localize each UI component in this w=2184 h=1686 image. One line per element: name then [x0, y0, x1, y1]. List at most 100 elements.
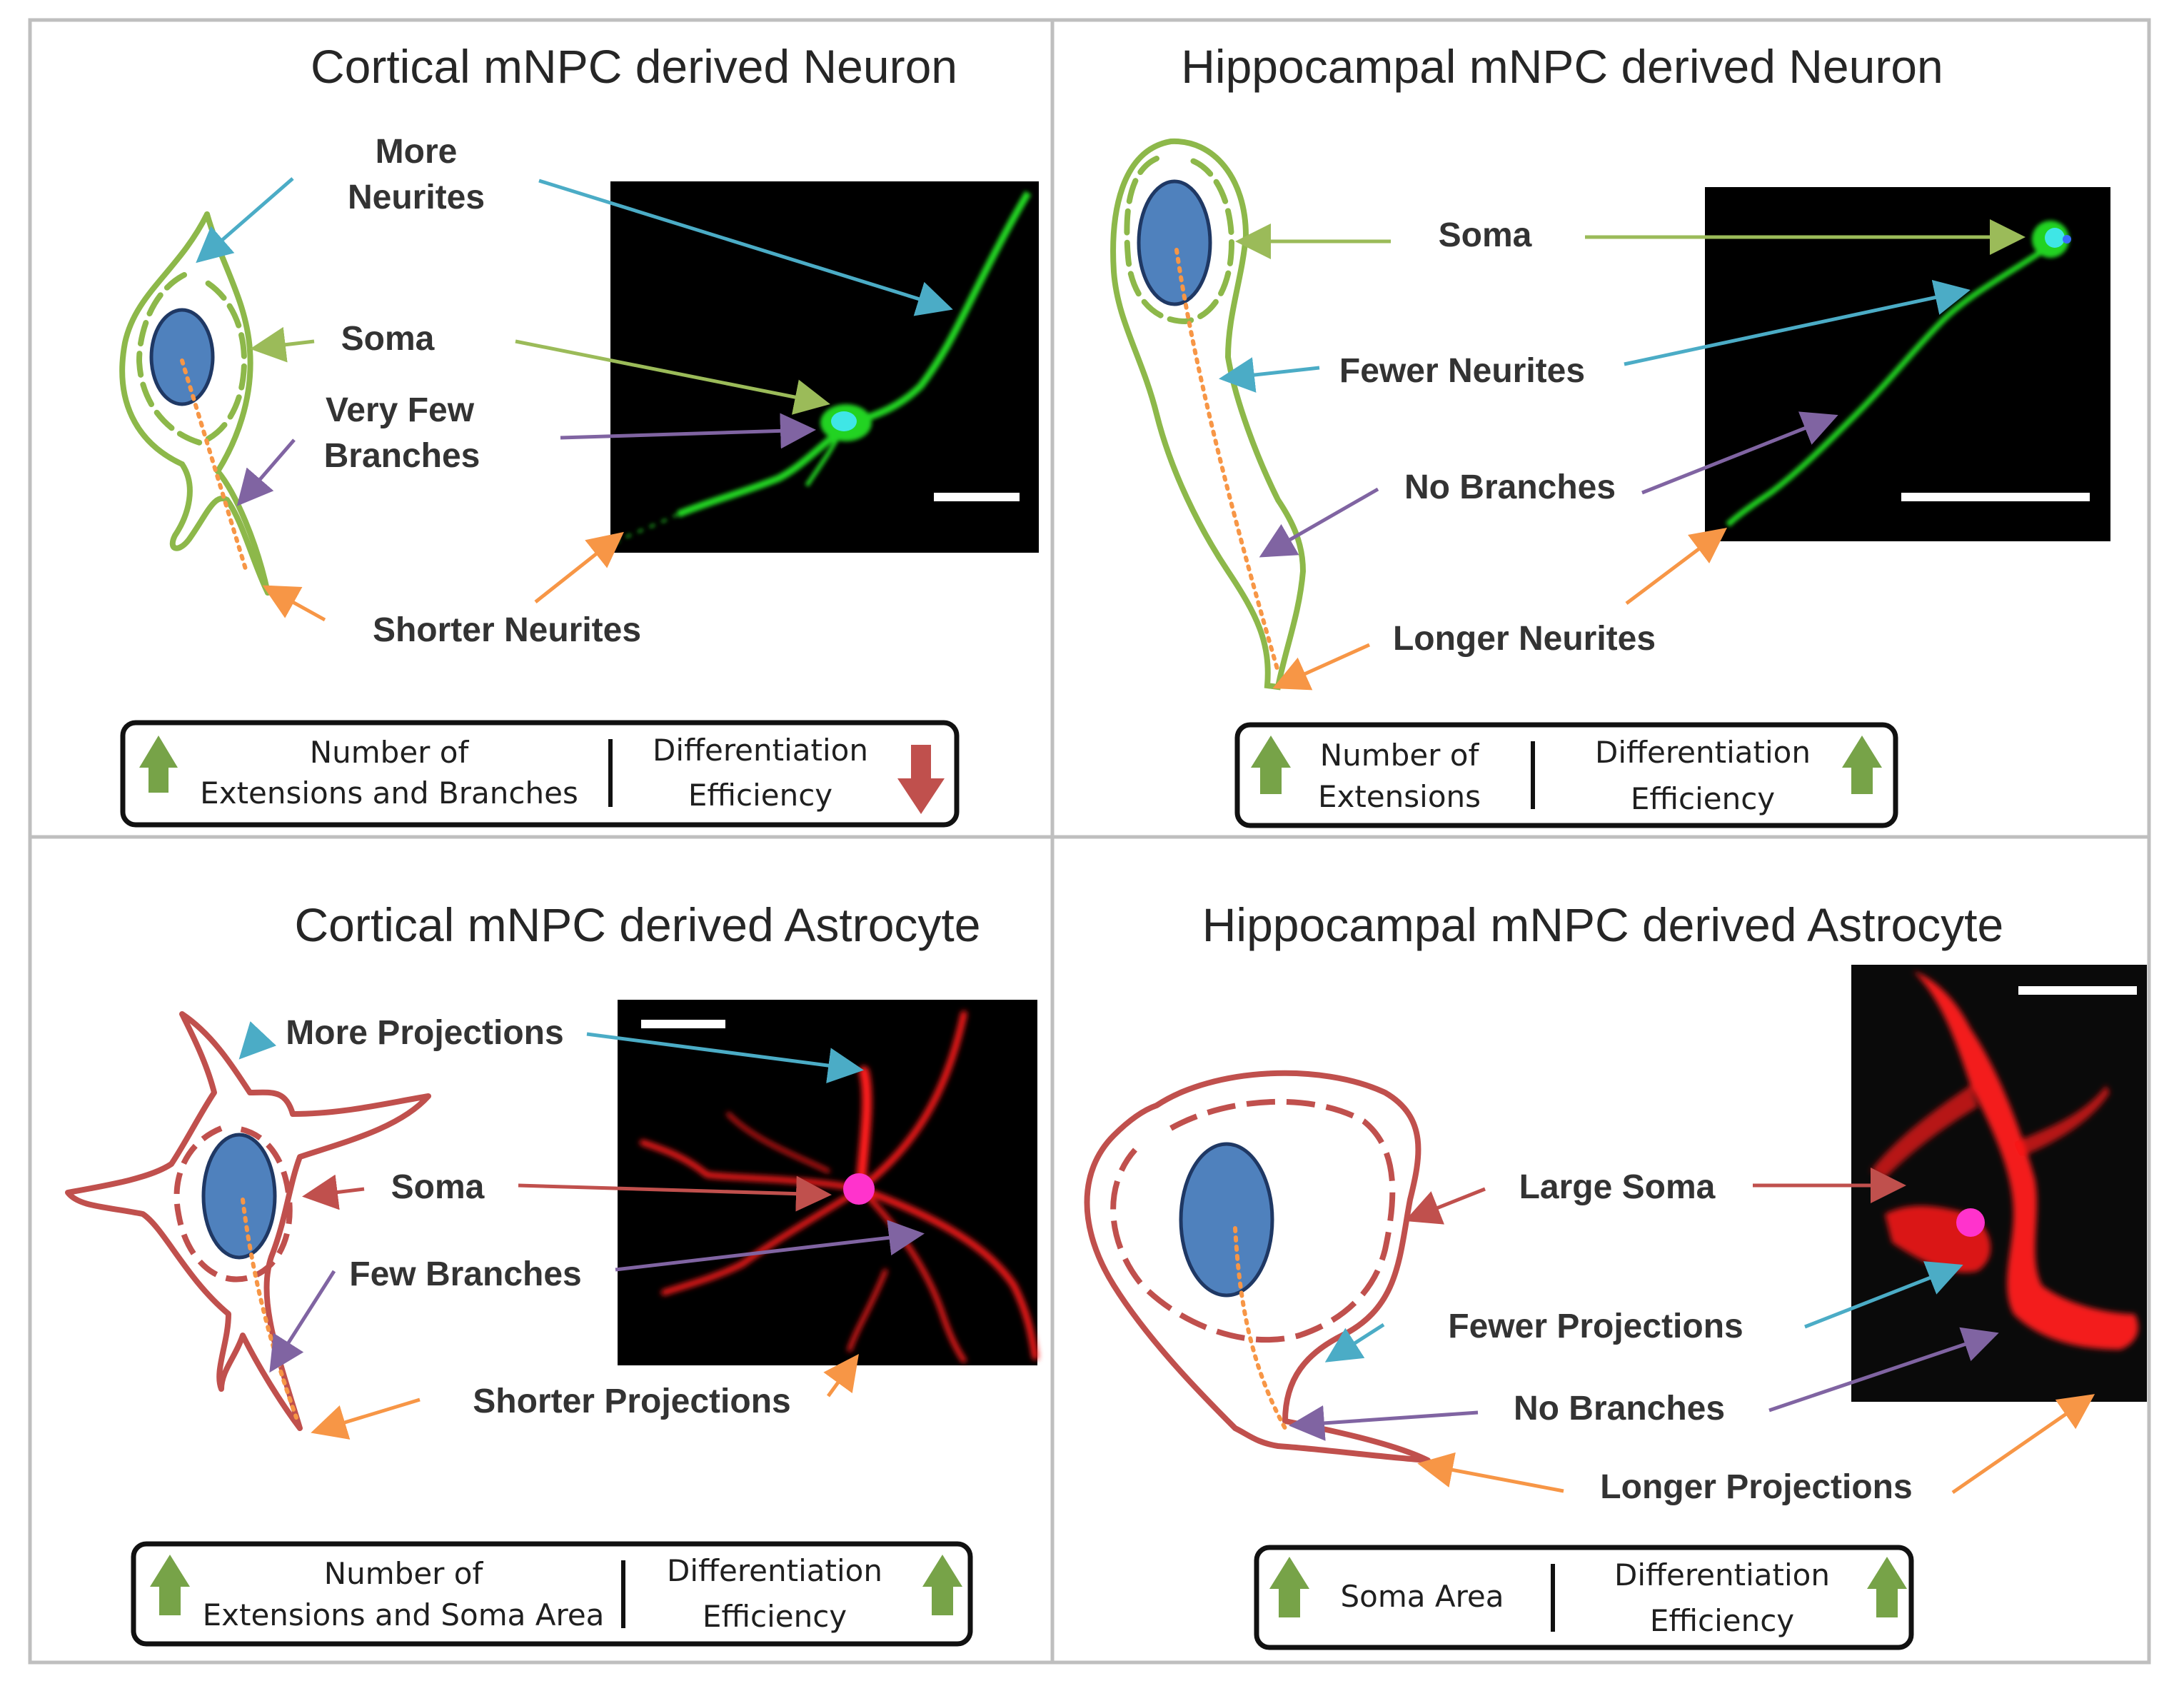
annotation-arrows [1289, 1168, 2095, 1495]
arrow-fewer-proj-schematic [1324, 1323, 1385, 1363]
nucleus [1179, 1142, 1274, 1298]
astrocyte-nucleus-fluor [1956, 1208, 1985, 1237]
astrocyte-fluorescence [640, 1010, 1039, 1363]
arrow-longer-schematic [1272, 643, 1371, 691]
legend-left-line2: Extensions and Branches [200, 776, 578, 811]
arrow-few-branches-image [615, 1220, 925, 1272]
label-more-neurites-1: More [376, 133, 458, 171]
label-more-neurites-2: Neurites [348, 179, 485, 216]
label-few-branches: Few Branches [349, 1255, 581, 1293]
arrow-more-proj-image [586, 1032, 864, 1083]
arrow-shorter-schematic [262, 585, 326, 622]
astrocyte-nucleus-fluor [843, 1173, 875, 1205]
scale-bar [641, 1020, 725, 1028]
panel-cortical-astrocyte: Cortical mNPC derived Astrocyte More Pro… [65, 898, 1039, 1647]
legend-box: Number of Extensions Differentiation Eff… [1234, 722, 1898, 828]
axon-dotted-line [1174, 248, 1280, 673]
legend-left-line1: Number of [310, 735, 470, 770]
label-very-few-branches-2: Branches [324, 437, 480, 475]
label-longer-projections: Longer Projections [1600, 1468, 1912, 1506]
axon-dotted-line [1233, 1226, 1287, 1430]
label-fewer-neurites: Fewer Neurites [1339, 352, 1585, 390]
legend-left-line2: Extensions and Soma Area [203, 1597, 605, 1632]
arrow-shorter-proj-schematic [311, 1398, 421, 1440]
up-arrow-icon [150, 1555, 190, 1615]
up-arrow-icon [1867, 1557, 1907, 1617]
legend-box: Number of Extensions and Branches Differ… [120, 720, 960, 828]
arrow-large-soma-schematic [1404, 1187, 1486, 1225]
label-soma: Soma [1439, 216, 1532, 254]
arrow-soma-schematic [250, 326, 315, 363]
legend-box: Soma Area Differentiation Efficiency [1254, 1545, 1914, 1650]
arrow-longer-proj-image [1951, 1394, 2095, 1495]
arrow-nobranch-schematic [1259, 487, 1379, 558]
up-arrow-icon [1269, 1557, 1309, 1617]
arrow-more-neurites-image [538, 179, 953, 316]
nucleus [1137, 179, 1212, 306]
legend-right-line1: Differentiation [653, 733, 868, 768]
arrow-shorter-image [534, 531, 624, 603]
panel-title: Hippocampal mNPC derived Neuron [1181, 40, 1943, 93]
label-no-branches: No Branches [1404, 468, 1616, 506]
neuron-nucleus-fluor [831, 411, 857, 431]
arrow-fewer-image [1624, 279, 1971, 366]
legend-right-line2: Efficiency [1631, 781, 1775, 816]
down-arrow-icon [897, 745, 945, 814]
label-soma: Soma [341, 320, 435, 358]
annotation-arrows [196, 177, 953, 622]
arrow-branches-schematic [236, 438, 296, 506]
nucleus [149, 308, 215, 406]
scale-bar [1901, 493, 2090, 501]
scale-bar [934, 493, 1020, 501]
label-shorter-projections: Shorter Projections [473, 1383, 790, 1420]
arrow-few-branches-schematic [269, 1270, 336, 1373]
legend-left-line1: Number of [1320, 738, 1480, 773]
panel-title: Cortical mNPC derived Astrocyte [295, 898, 981, 951]
legend-right-line1: Differentiation [667, 1553, 882, 1588]
axon-dotted-line [180, 358, 248, 573]
panel-hippocampal-astrocyte: Hippocampal mNPC derived Astrocyte Large… [1084, 898, 2147, 1650]
label-large-soma: Large Soma [1519, 1168, 1716, 1206]
arrow-soma-schematic [302, 1174, 365, 1210]
legend-right-line2: Efficiency [1650, 1603, 1794, 1638]
panel-cortical-neuron: Cortical mNPC derived Neuron More Neurit… [119, 40, 1039, 828]
up-arrow-icon [1251, 736, 1291, 794]
legend-box: Number of Extensions and Soma Area Diffe… [131, 1541, 973, 1647]
label-more-projections: More Projections [286, 1014, 563, 1052]
up-arrow-icon [139, 736, 178, 793]
up-arrow-icon [1842, 736, 1882, 794]
arrow-branches-image [560, 413, 816, 449]
annotation-arrows [238, 1021, 925, 1440]
arrow-more-neurites-schematic [196, 177, 294, 264]
arrow-fewer-proj-image [1804, 1261, 1963, 1329]
arrow-no-branch-image [1768, 1327, 1999, 1412]
arrow-longer-proj-schematic [1417, 1452, 1564, 1493]
annotation-arrows [1219, 219, 2026, 691]
arrow-soma-image [515, 339, 830, 415]
label-fewer-projections: Fewer Projections [1448, 1308, 1743, 1345]
legend-left-line1: Number of [324, 1556, 484, 1591]
legend-right-line2: Efficiency [703, 1599, 847, 1634]
label-no-branches: No Branches [1514, 1390, 1725, 1427]
up-arrow-icon [922, 1555, 962, 1615]
legend-right-line2: Efficiency [688, 778, 832, 813]
astrocyte-schematic [1084, 1070, 1431, 1463]
panel-title: Hippocampal mNPC derived Astrocyte [1202, 898, 2003, 951]
arrow-soma-image [518, 1175, 832, 1212]
axon-dotted-line [241, 1198, 298, 1420]
legend-right-line1: Differentiation [1614, 1557, 1830, 1592]
astrocyte-schematic [65, 1011, 431, 1431]
legend-right-line1: Differentiation [1595, 735, 1811, 770]
label-soma: Soma [391, 1168, 485, 1206]
arrow-fewer-schematic [1219, 357, 1320, 393]
nucleus [201, 1133, 277, 1260]
legend-left-line2: Extensions [1318, 779, 1481, 814]
arrow-nobranch-image [1641, 411, 1838, 495]
label-very-few-branches-1: Very Few [326, 391, 475, 429]
label-longer-neurites: Longer Neurites [1393, 620, 1656, 658]
legend-left-line1: Soma Area [1340, 1579, 1504, 1614]
panel-hippocampal-neuron: Hippocampal mNPC derived Neuron Soma Few… [1110, 40, 2110, 828]
neuron-micrograph [610, 181, 1039, 553]
panel-title: Cortical mNPC derived Neuron [311, 40, 957, 93]
